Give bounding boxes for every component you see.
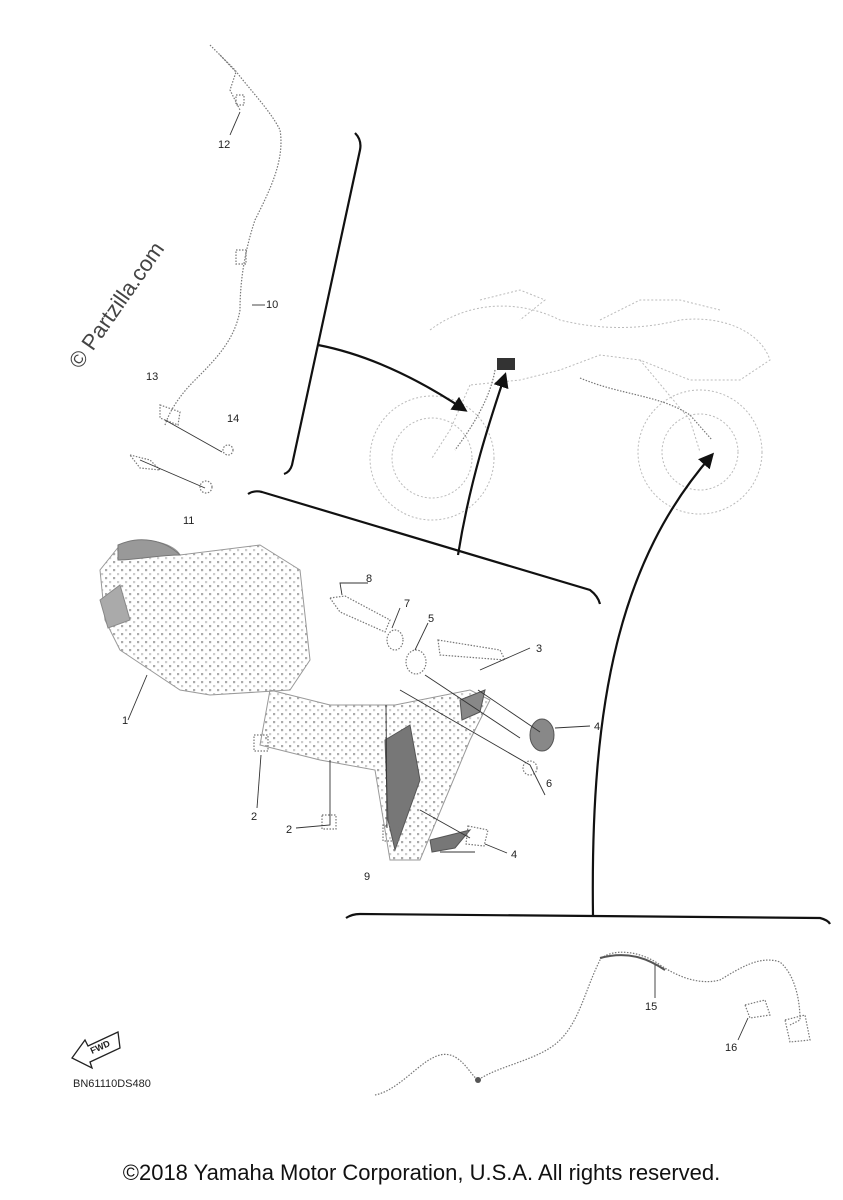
callout-2a: 2	[251, 811, 257, 823]
frame-line-lower	[345, 912, 831, 925]
callout-9: 9	[364, 871, 370, 883]
watermark-text: © Partzilla.com	[64, 237, 170, 373]
callout-3: 3	[536, 643, 542, 655]
harness-lower	[374, 951, 811, 1096]
callout-4b: 4	[511, 849, 517, 861]
callout-2b: 2	[286, 824, 292, 836]
callout-15: 15	[645, 1001, 657, 1013]
copyright-text: ©2018 Yamaha Motor Corporation, U.S.A. A…	[122, 1160, 721, 1185]
callout-1: 1	[122, 715, 128, 727]
callout-16: 16	[725, 1042, 737, 1054]
callout-12: 12	[218, 139, 230, 151]
callout-8: 8	[366, 573, 372, 585]
callout-5: 5	[428, 613, 434, 625]
motorcycle-ghost	[369, 289, 771, 521]
callout-14: 14	[227, 413, 239, 425]
callout-13: 13	[146, 371, 158, 383]
callout-10: 10	[266, 299, 278, 311]
callout-6: 6	[546, 778, 552, 790]
callout-11: 11	[183, 515, 194, 527]
arrow-to-bike-upper	[317, 343, 468, 412]
frame-line-upper	[283, 132, 362, 476]
abs-unit	[99, 539, 311, 696]
harness-upper	[164, 44, 282, 426]
arrow-to-rear	[591, 452, 715, 917]
callout-4a: 4	[594, 721, 600, 733]
callout-7: 7	[404, 598, 410, 610]
arrow-to-sensor	[456, 372, 509, 556]
bracket-parts	[128, 404, 234, 494]
leader-lines	[127, 111, 591, 854]
frame-line-middle	[247, 490, 602, 605]
diagram-code: BN61110DS480	[73, 1078, 151, 1090]
fwd-indicator: FWD	[71, 1031, 121, 1070]
callouts: 1 2 2 3 4 4 5 6 7 8 9 10 11 12 13 14 15 …	[122, 139, 737, 1054]
